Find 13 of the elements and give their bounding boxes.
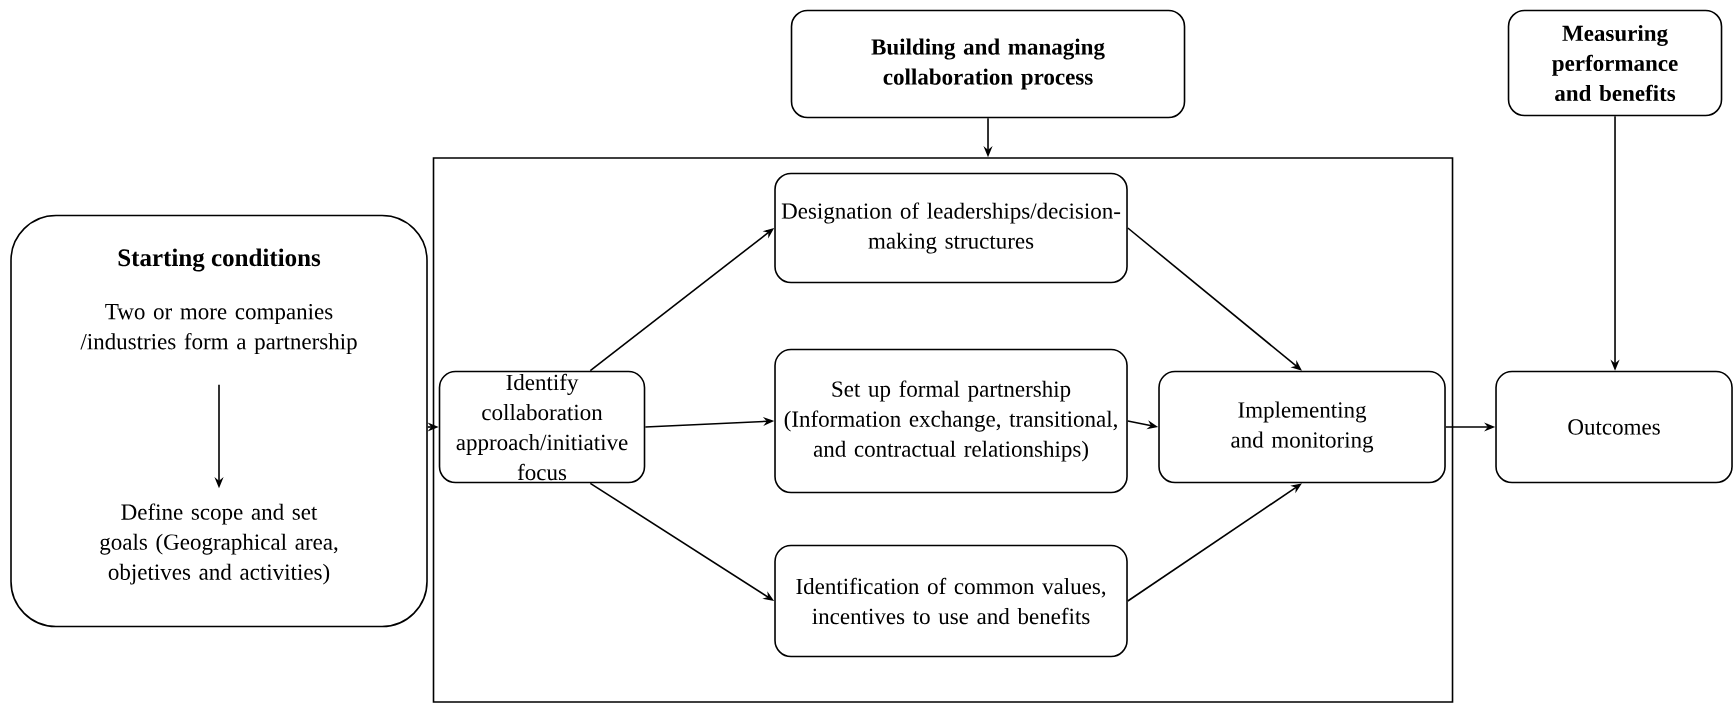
process-box: Set up formal partnership (Information exchange, transitional, and contractual relationships) bbox=[774, 348, 1128, 494]
process-box: Identification of common values, incentives to use and benefits bbox=[774, 544, 1128, 658]
step-text: Two or more companies /industries form a partnership bbox=[80, 303, 357, 355]
process-box: Identify collaboration approach/initiative focus bbox=[438, 370, 646, 484]
arrow bbox=[1127, 227, 1302, 371]
process-frame bbox=[432, 157, 1454, 703]
process-box: Designation of leaderships/decision-making structures bbox=[774, 172, 1128, 284]
process-box: Implementing and monitoring bbox=[1158, 370, 1446, 484]
process-box: Measuring performance and benefits bbox=[1507, 9, 1723, 117]
process-box: Outcomes bbox=[1495, 370, 1733, 484]
step-text: Define scope and set goals (Geographical area, objetives and activities) bbox=[100, 503, 338, 585]
arrow bbox=[1127, 483, 1302, 602]
process-box: Building and managing collaboration process bbox=[790, 9, 1186, 119]
